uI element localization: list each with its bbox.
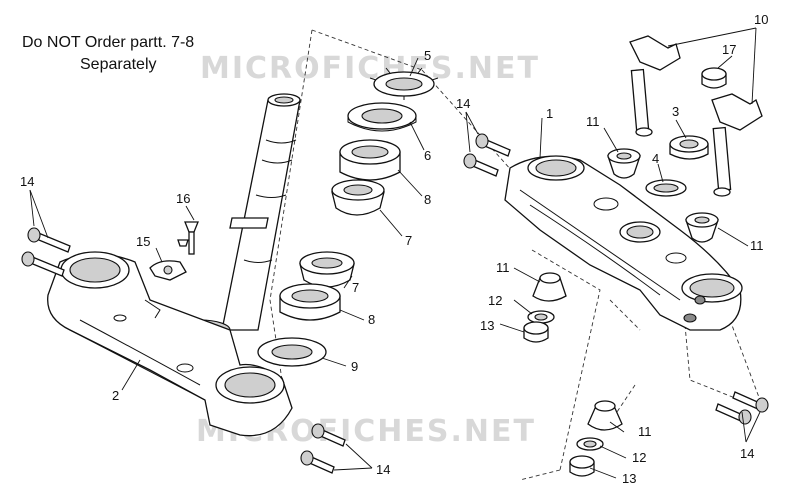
- callout-8-upper: 8: [424, 192, 431, 207]
- bearing-7-upper: [331, 179, 385, 216]
- callout-11-d: 11: [638, 424, 652, 439]
- bolts-14-upper: [463, 133, 511, 177]
- bolts-14-left: [21, 227, 71, 277]
- rubber-mount-11-b: [685, 212, 719, 243]
- callout-14-left: 14: [20, 174, 34, 189]
- washer-6: [347, 102, 417, 132]
- washer-4: [645, 179, 687, 197]
- rubber-mount-11-c: [532, 272, 567, 302]
- order-note-line2: Separately: [80, 56, 157, 73]
- callout-numbers: 1 2 3 4 5 6 7 7 8 8 9 10 11 11 11 11 12 …: [20, 12, 768, 486]
- callout-17: 17: [722, 42, 736, 57]
- dust-seal-9: [257, 337, 327, 367]
- bearing-7-lower: [299, 251, 355, 288]
- leader-lines: [29, 27, 761, 479]
- callout-15: 15: [136, 234, 150, 249]
- callout-13-upper: 13: [480, 318, 494, 333]
- callout-14-bottom: 14: [376, 462, 390, 477]
- callout-11-a: 11: [586, 114, 600, 129]
- watermark-top: MICROFICHES.NET: [200, 51, 540, 86]
- handlebar-clamp-10-left: [629, 35, 681, 137]
- callout-11-c: 11: [496, 260, 510, 275]
- callout-7-lower: 7: [352, 280, 359, 295]
- callout-7-upper: 7: [405, 233, 412, 248]
- bearing-race-8-lower: [279, 283, 341, 321]
- screw-16: [177, 221, 199, 255]
- bracket-15: [149, 260, 187, 281]
- callout-11-b: 11: [750, 238, 764, 253]
- nut-3: [669, 135, 709, 160]
- nut-13-lower: [569, 455, 595, 477]
- rubber-mount-11-a: [607, 148, 641, 179]
- assembly-frame-dashed: [269, 29, 761, 481]
- callout-14-right: 14: [740, 446, 754, 461]
- lock-washer-5: [369, 67, 439, 100]
- upper-triple-clamp: [504, 155, 743, 331]
- bearing-race-8-upper: [339, 139, 401, 181]
- callout-16: 16: [176, 191, 190, 206]
- callout-4: 4: [652, 151, 659, 166]
- handlebar-clamp-10-right: [711, 93, 763, 197]
- washer-12-upper: [527, 310, 555, 324]
- callout-12-upper: 12: [488, 293, 502, 308]
- callout-6: 6: [424, 148, 431, 163]
- callout-14-upper: 14: [456, 96, 470, 111]
- bolts-14-lower-right: [715, 391, 769, 425]
- callout-3: 3: [672, 104, 679, 119]
- rubber-mount-11-d: [587, 400, 623, 431]
- callout-12-lower: 12: [632, 450, 646, 465]
- callout-10: 10: [754, 12, 768, 27]
- order-note-line1: Do NOT Order partt. 7-8: [22, 34, 195, 51]
- callout-5: 5: [424, 48, 431, 63]
- nut-13-upper: [523, 321, 549, 343]
- washer-12-lower: [576, 437, 604, 451]
- bolts-14-bottom: [300, 423, 346, 474]
- lower-triple-clamp: [47, 251, 293, 437]
- cap-17: [701, 67, 727, 89]
- callout-13-lower: 13: [622, 471, 636, 486]
- callout-9: 9: [351, 359, 358, 374]
- callout-8-lower: 8: [368, 312, 375, 327]
- callout-2: 2: [112, 388, 119, 403]
- order-note: Do NOT Order partt. 7-8 Separately: [22, 32, 194, 76]
- callout-1: 1: [546, 106, 553, 121]
